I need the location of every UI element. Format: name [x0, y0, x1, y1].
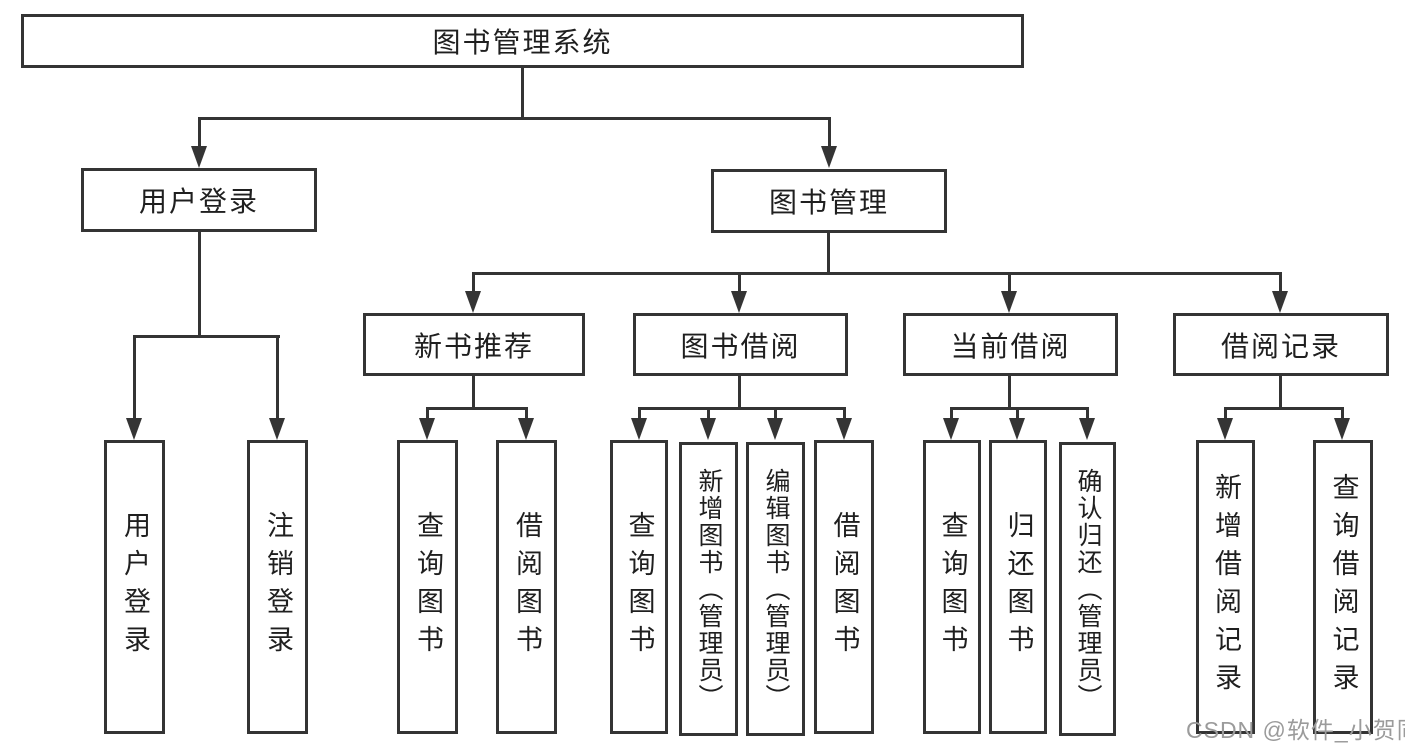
connector-line: [638, 407, 846, 410]
connector-line: [738, 376, 741, 410]
connector-line: [472, 272, 1282, 275]
leaf-query-book-2: 查询图书: [610, 440, 668, 734]
connector-line: [1008, 376, 1011, 410]
connector-line: [950, 407, 1089, 410]
node-root: 图书管理系统: [21, 14, 1024, 68]
connector-line: [1279, 376, 1282, 410]
leaf-confirm-return-admin: 确认归还（管理员）: [1059, 442, 1116, 736]
leaf-borrow-book-2: 借阅图书: [814, 440, 874, 734]
arrowhead-icon: [767, 418, 783, 440]
node-current-borrow: 当前借阅: [903, 313, 1118, 376]
connector-line: [950, 407, 953, 421]
node-new-book-recommend: 新书推荐: [363, 313, 585, 376]
leaf-add-borrow-record: 新增借阅记录: [1196, 440, 1255, 734]
node-borrow-records: 借阅记录: [1173, 313, 1389, 376]
connector-line: [1086, 407, 1089, 421]
connector-line: [426, 407, 528, 410]
arrowhead-icon: [126, 418, 142, 440]
connector-line: [198, 117, 831, 120]
connector-line: [133, 335, 136, 420]
arrowhead-icon: [1217, 418, 1233, 440]
connector-line: [638, 407, 641, 421]
connector-line: [1016, 407, 1019, 421]
connector-line: [426, 407, 429, 421]
arrowhead-icon: [465, 291, 481, 313]
connector-line: [707, 407, 710, 421]
arrowhead-icon: [518, 418, 534, 440]
csdn-watermark: CSDN @软件_小贺同学: [1186, 717, 1405, 743]
arrowhead-icon: [1001, 291, 1017, 313]
connector-line: [198, 117, 201, 149]
connector-line: [198, 232, 201, 338]
arrowhead-icon: [821, 146, 837, 168]
leaf-user-login: 用户登录: [104, 440, 165, 734]
connector-line: [774, 407, 777, 421]
connector-line: [525, 407, 528, 421]
arrowhead-icon: [1334, 418, 1350, 440]
arrowhead-icon: [731, 291, 747, 313]
connector-line: [1279, 272, 1282, 294]
connector-line: [133, 335, 280, 338]
leaf-logout: 注销登录: [247, 440, 308, 734]
leaf-query-book-3: 查询图书: [923, 440, 981, 734]
connector-line: [738, 272, 741, 294]
connector-line: [1008, 272, 1011, 294]
arrowhead-icon: [191, 146, 207, 168]
connector-line: [1224, 407, 1227, 421]
connector-line: [472, 376, 475, 410]
leaf-add-book-admin: 新增图书（管理员）: [679, 442, 738, 736]
node-book-borrow: 图书借阅: [633, 313, 848, 376]
arrowhead-icon: [1009, 418, 1025, 440]
arrowhead-icon: [631, 418, 647, 440]
connector-line: [1341, 407, 1344, 421]
arrowhead-icon: [943, 418, 959, 440]
leaf-edit-book-admin: 编辑图书（管理员）: [746, 442, 805, 736]
arrowhead-icon: [1079, 418, 1095, 440]
arrowhead-icon: [836, 418, 852, 440]
leaf-query-borrow-record: 查询借阅记录: [1313, 440, 1373, 734]
node-book-management: 图书管理: [711, 169, 947, 233]
connector-line: [827, 233, 830, 275]
leaf-borrow-book-1: 借阅图书: [496, 440, 557, 734]
leaf-return-book: 归还图书: [989, 440, 1047, 734]
arrowhead-icon: [700, 418, 716, 440]
arrowhead-icon: [419, 418, 435, 440]
connector-line: [472, 272, 475, 294]
connector-line: [1224, 407, 1344, 410]
connector-line: [521, 68, 524, 120]
arrowhead-icon: [1272, 291, 1288, 313]
connector-line: [843, 407, 846, 421]
connector-line: [276, 335, 279, 420]
leaf-query-book-1: 查询图书: [397, 440, 458, 734]
arrowhead-icon: [269, 418, 285, 440]
connector-line: [828, 117, 831, 149]
node-user-login: 用户登录: [81, 168, 317, 232]
